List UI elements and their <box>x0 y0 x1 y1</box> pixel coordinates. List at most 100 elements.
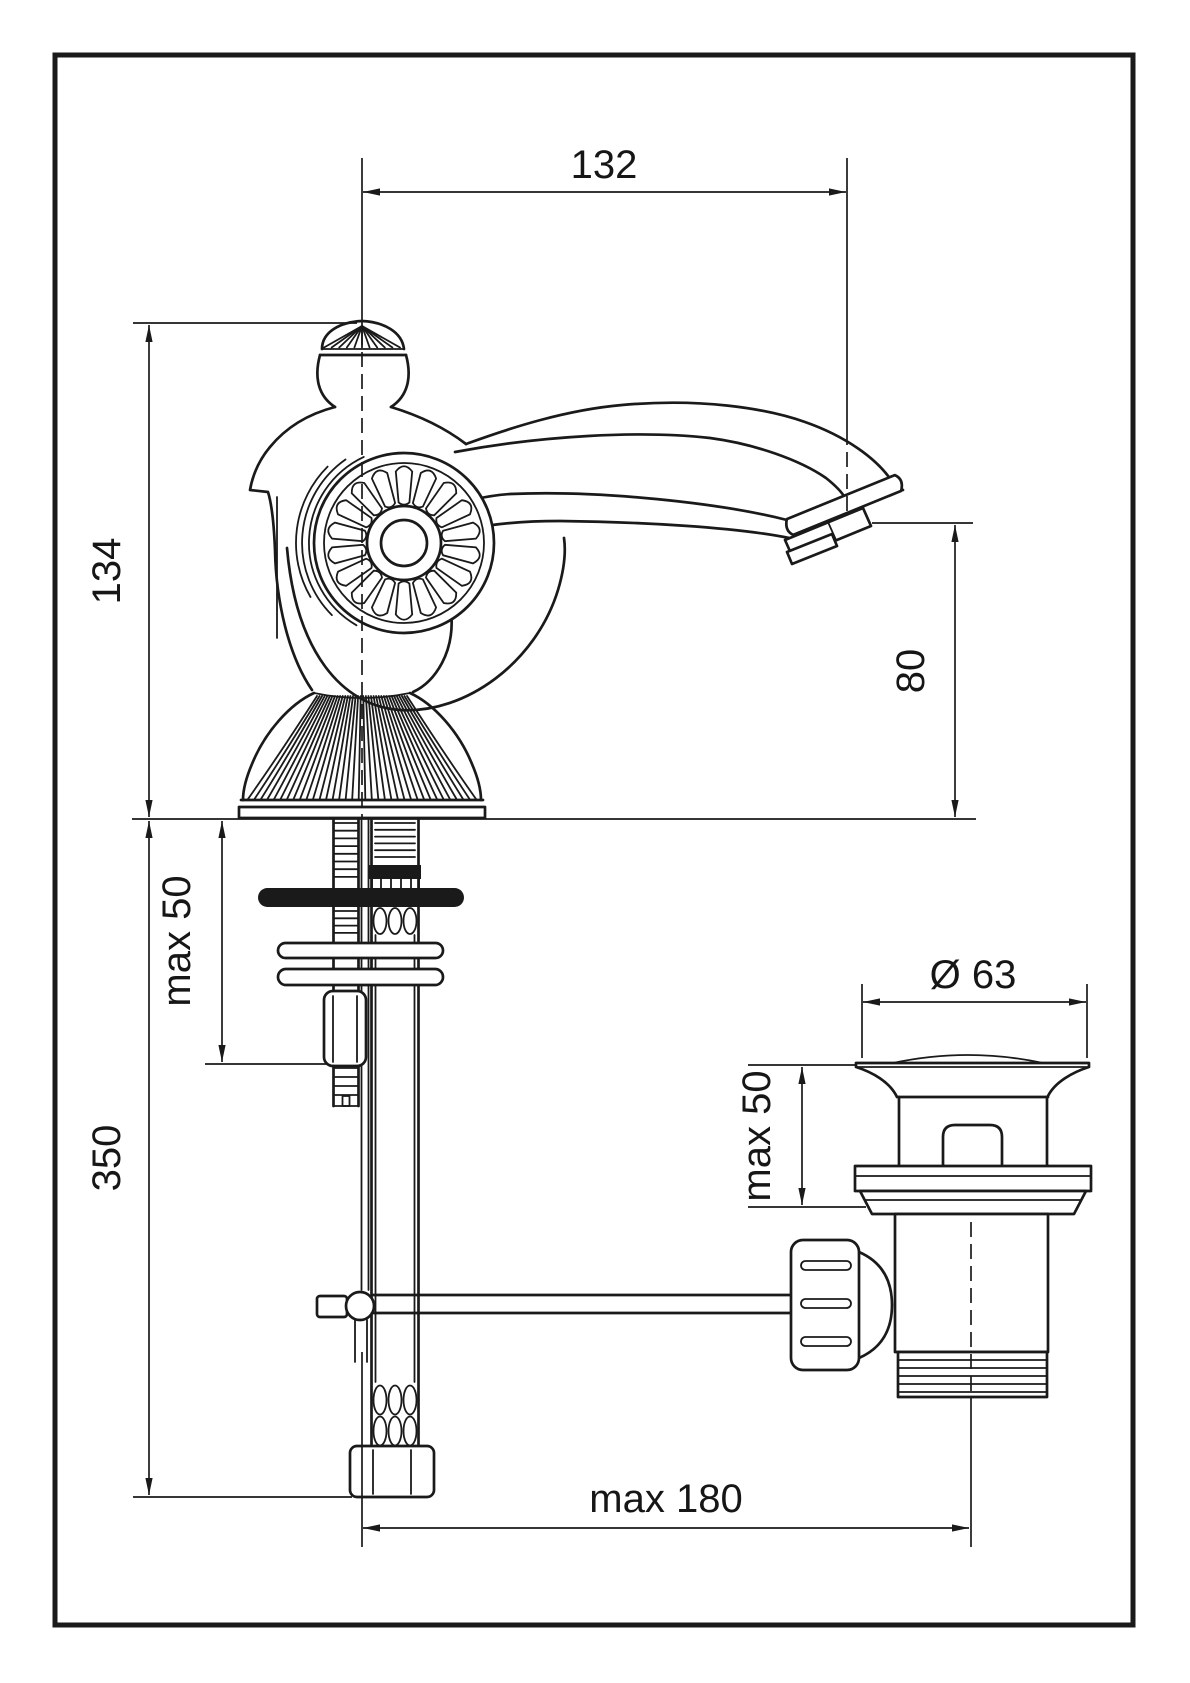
hose-braid-loop <box>387 1384 403 1416</box>
handle-petal <box>394 465 414 506</box>
waste-flange <box>853 1164 1093 1193</box>
spout-top <box>464 401 905 492</box>
hose-nut <box>348 1444 436 1499</box>
handle-petal <box>435 557 473 587</box>
finial-fan-line <box>345 325 363 349</box>
handle-petal <box>435 499 473 529</box>
spout-end-face <box>784 473 904 537</box>
bell-flute <box>260 695 323 800</box>
bell-flute <box>305 695 341 800</box>
handle-hub <box>365 504 443 582</box>
bell-flute <box>370 695 386 800</box>
bell-flute <box>401 695 464 800</box>
waste-collar <box>857 1250 894 1360</box>
knurl-slot <box>800 1260 852 1271</box>
handle-petal <box>440 543 481 565</box>
handle-boss-arc <box>295 465 329 598</box>
bell-flute <box>362 695 367 800</box>
finial-bulb <box>389 353 410 409</box>
handle-petal <box>425 569 458 605</box>
bell-flute <box>338 695 354 800</box>
hose-corrugation <box>374 822 416 858</box>
dim-supply-length-label: 350 <box>85 1125 129 1192</box>
handle-petal <box>412 469 438 509</box>
bell-skirt <box>241 691 316 802</box>
drawing-frame <box>52 52 1136 1628</box>
bell-flute <box>318 695 347 800</box>
hose-braid-loop <box>387 907 403 935</box>
waste-bevel-ring <box>858 1189 1088 1216</box>
handle-petal <box>425 481 458 517</box>
bell-flute <box>299 695 339 800</box>
tailpiece-threads <box>897 1359 1048 1393</box>
dimension-waste-diameter: Ø 63 <box>861 953 1088 1058</box>
dim-spout-height-label: 80 <box>889 649 933 694</box>
bell-flute <box>266 695 326 800</box>
hose-braid-loop <box>372 1384 388 1416</box>
lever-tab <box>315 1294 349 1319</box>
handle-rosette-ring <box>323 462 485 624</box>
handle-petals <box>327 465 481 621</box>
dimension-deck-thickness: max 50 <box>155 821 327 1065</box>
shank-threads <box>333 822 359 1096</box>
handle-hub-inner <box>379 518 429 568</box>
dimensions: 132 134 80 max 50 350 <box>85 143 1088 1547</box>
mounting-washer <box>276 941 445 960</box>
finial-fan-line <box>338 325 363 349</box>
hose-braid-loop <box>387 1415 403 1447</box>
rod-knurl-slots <box>800 1260 852 1347</box>
bell-flute <box>365 695 373 800</box>
body-front-curve <box>285 536 567 712</box>
dim-waste-offset-label: max 180 <box>589 1477 742 1521</box>
hose-braid <box>372 907 418 935</box>
bell-skirt <box>408 691 483 802</box>
waste-tailpiece <box>896 1350 1049 1399</box>
body-left <box>248 405 337 692</box>
hose-braid-loop <box>402 1384 418 1416</box>
bell-flute <box>357 695 362 800</box>
knurl-slot <box>800 1336 852 1347</box>
finial-bulb <box>316 353 337 409</box>
finial-fan-line <box>361 325 401 349</box>
handle-petal <box>335 557 373 587</box>
dimension-waste-deck-max: max 50 <box>735 1064 866 1208</box>
mounting-washer <box>276 967 445 987</box>
handle-petal <box>411 577 438 617</box>
pop-up-waste <box>370 1054 1093 1399</box>
below-deck-assembly <box>258 818 464 1499</box>
bell-flute <box>372 695 393 800</box>
handle-petal <box>350 481 383 517</box>
mounting-nut <box>322 989 368 1068</box>
bell-flute <box>395 695 451 800</box>
handle-petal <box>370 577 396 617</box>
handle-boss-arc <box>301 458 347 616</box>
bell-flute <box>331 695 352 800</box>
finial-fan-line <box>361 325 371 349</box>
hose-braid-loop <box>402 907 418 935</box>
hose-braid-loop <box>372 907 388 935</box>
dim-body-height-label: 134 <box>85 538 129 605</box>
hose-band <box>369 865 421 879</box>
knurl-slot <box>800 1298 852 1309</box>
bell-flute <box>367 695 380 800</box>
bell-flute <box>351 695 359 800</box>
handle-petal <box>327 521 368 543</box>
bell-flute <box>253 695 321 800</box>
bell-flute <box>247 695 318 800</box>
dimension-spout-height: 80 <box>872 522 973 817</box>
hose-braid-loop <box>402 1415 418 1447</box>
dim-deck-thickness-label: max 50 <box>155 875 199 1006</box>
aerator-tab <box>785 532 839 566</box>
waste-cap-dome <box>892 1054 1044 1064</box>
handle-petal <box>394 580 414 621</box>
bell-flute <box>325 695 349 800</box>
bell-flute <box>286 695 334 800</box>
spout-accent <box>453 433 847 500</box>
handle-petal <box>335 499 373 529</box>
bell-flute <box>312 695 344 800</box>
bell-flutes <box>247 695 477 800</box>
bell-flute <box>279 695 331 800</box>
dimension-waste-offset: max 180 <box>363 1477 969 1532</box>
